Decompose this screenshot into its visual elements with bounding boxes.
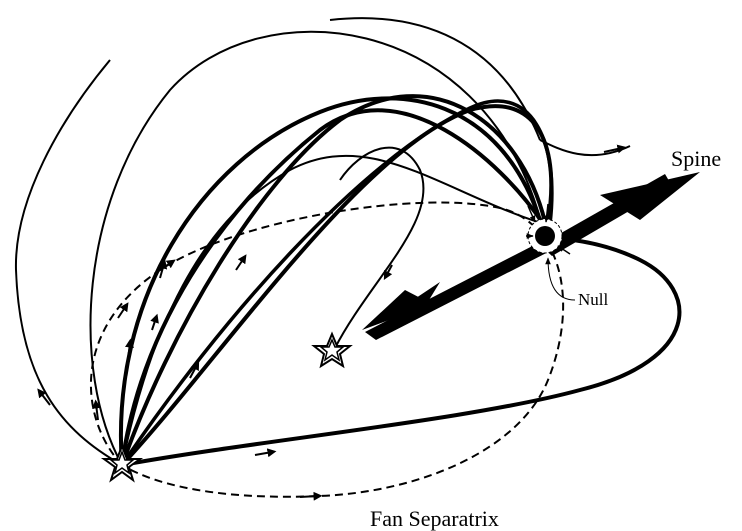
arrow-thick-1 bbox=[125, 338, 134, 361]
null-label: Null bbox=[578, 290, 609, 309]
loop-arrow bbox=[254, 448, 277, 458]
null-converge-arrow-4 bbox=[557, 245, 571, 255]
thin-arrow-upper-right bbox=[603, 144, 627, 154]
star-marker-source-left bbox=[100, 443, 144, 483]
spine-arrow bbox=[362, 172, 700, 340]
arrow-thick-3 bbox=[158, 259, 168, 279]
star-marker-source-center bbox=[311, 331, 353, 369]
spine-label: Spine bbox=[671, 146, 721, 171]
thick-field-line-5 bbox=[120, 99, 554, 466]
thick-field-line-1 bbox=[118, 96, 542, 466]
fan-separatrix-label: Fan Separatrix bbox=[370, 506, 499, 531]
thick-loop-curve bbox=[121, 236, 682, 467]
fan-arrow-left-2 bbox=[117, 302, 129, 319]
thick-field-line-3 bbox=[120, 94, 547, 466]
thin-field-line-outer-left bbox=[14, 59, 123, 466]
null-label-pointer bbox=[545, 257, 576, 301]
null-point bbox=[527, 218, 563, 254]
null-converge-arrow-1 bbox=[527, 205, 536, 223]
arrow-thick-2 bbox=[150, 313, 159, 331]
thin-arrow-outer-left bbox=[37, 388, 51, 406]
arrow-thick-5 bbox=[235, 254, 247, 271]
null-converge-arrow-2 bbox=[543, 203, 550, 223]
arrow-thick-4 bbox=[189, 361, 200, 379]
thin-field-line-to-star bbox=[334, 146, 425, 349]
thin-field-line-outer bbox=[89, 30, 541, 466]
thin-arrow-to-star bbox=[383, 264, 393, 280]
thin-field-line-upper-right bbox=[539, 139, 631, 157]
fan-arrow-left-1 bbox=[92, 399, 102, 421]
thin-field-line-top bbox=[329, 17, 541, 141]
fan-arrow-bottom bbox=[299, 491, 323, 501]
thin-field-line-inner bbox=[121, 154, 539, 466]
